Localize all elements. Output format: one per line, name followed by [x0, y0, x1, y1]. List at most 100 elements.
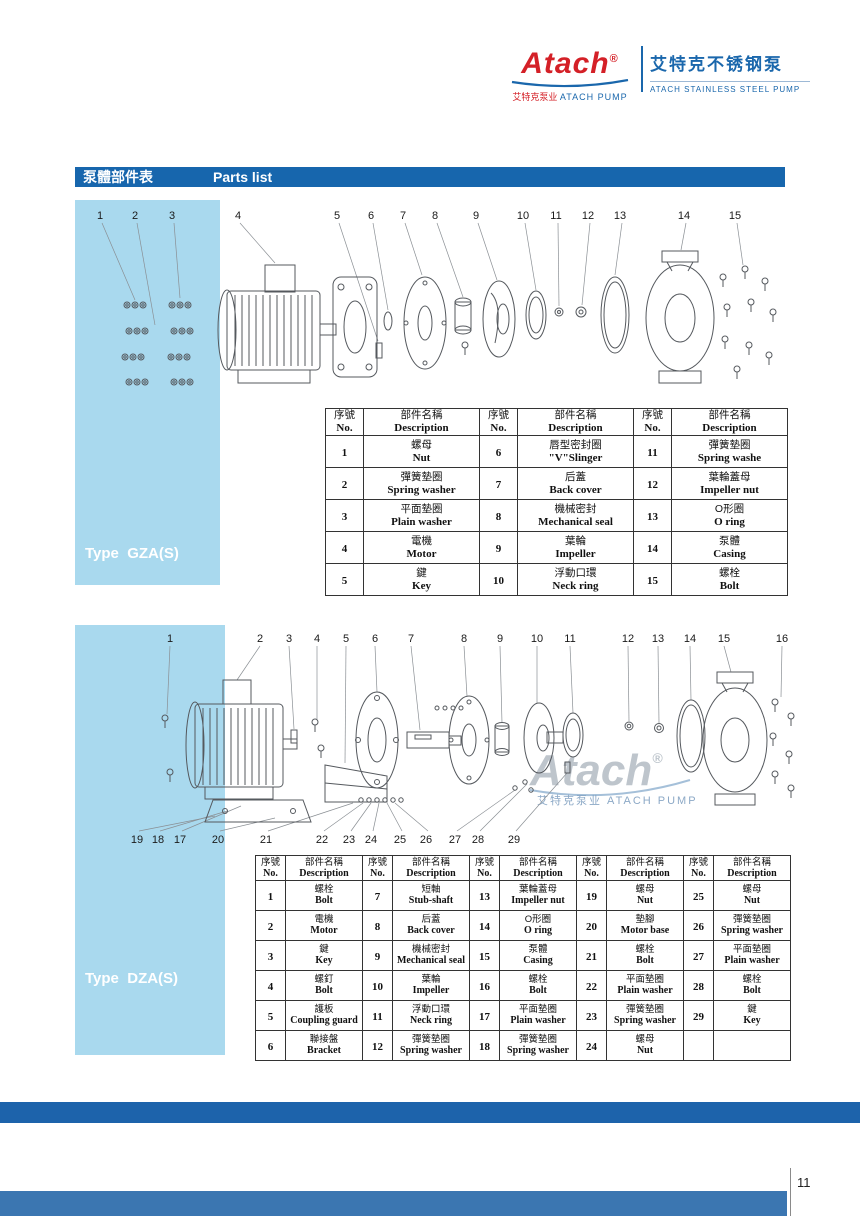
dza-casing-drawing	[702, 671, 768, 806]
part-no-cell: 28	[683, 970, 714, 1001]
callout-number: 9	[497, 633, 503, 645]
dza-mech-seal-drawing	[494, 722, 534, 793]
callout-number: 24	[365, 834, 377, 846]
page-title-en: Parts list	[213, 169, 273, 185]
dza-o-ring-drawing	[676, 699, 706, 773]
callout-number: 15	[729, 210, 741, 222]
callout-number: 27	[449, 834, 461, 846]
callout-number: 29	[508, 834, 520, 846]
callout-number: 18	[152, 834, 164, 846]
gza-motor-drawing	[217, 264, 337, 384]
page-number: 11	[797, 1175, 811, 1190]
part-no-cell: 25	[683, 880, 714, 911]
part-no-cell: 20	[576, 910, 607, 941]
page-number-divider	[790, 1168, 791, 1216]
brand-name-en: ATACH STAINLESS STEEL PUMP	[650, 81, 810, 94]
callout-number: 15	[718, 633, 730, 645]
part-no-cell: 11	[633, 435, 672, 468]
gza-slinger-drawing	[383, 311, 393, 331]
part-no-cell: 10	[362, 970, 393, 1001]
part-no-cell: 14	[469, 910, 500, 941]
part-no-cell: 8	[479, 499, 518, 532]
footer-bar-light	[0, 1191, 787, 1216]
callout-number: 6	[368, 210, 374, 222]
part-no-cell: 17	[469, 1000, 500, 1031]
header-divider	[641, 46, 643, 92]
svg-text:艾特克泵业 ATACH PUMP: 艾特克泵业 ATACH PUMP	[537, 793, 698, 807]
callout-number: 8	[432, 210, 438, 222]
callout-number: 14	[684, 633, 696, 645]
gza-leader-lines	[101, 222, 744, 342]
part-no-cell: 13	[633, 499, 672, 532]
gza-exploded-diagram: 1 2 3 4 5 6 7 8 9 10 11 12 13 14 15	[97, 210, 777, 386]
brand-name-cn: 艾特克不锈钢泵	[650, 55, 783, 74]
dza-coupling-guard-drawing	[324, 764, 388, 803]
page-title-cn: 泵體部件表	[83, 169, 153, 185]
dza-motor-drawing	[185, 679, 298, 800]
part-no-cell: 6	[255, 1030, 286, 1061]
part-no-cell: 22	[576, 970, 607, 1001]
part-desc-cell	[713, 1030, 791, 1061]
part-no-cell: 12	[633, 467, 672, 500]
callout-number: 14	[678, 210, 690, 222]
callout-number: 13	[652, 633, 664, 645]
dza-bolt-cluster	[769, 698, 795, 799]
callout-number: 21	[260, 834, 272, 846]
part-no-cell: 2	[255, 910, 286, 941]
part-desc-cell: 唇型密封圈"V"Slinger	[517, 435, 634, 468]
registered-mark: ®	[609, 53, 619, 65]
part-no-cell: 9	[479, 531, 518, 564]
part-no-cell: 26	[683, 910, 714, 941]
brand-block: 艾特克不锈钢泵 ATACH STAINLESS STEEL PUMP	[650, 50, 810, 94]
part-no-cell: 12	[362, 1030, 393, 1061]
part-no-cell: 7	[362, 880, 393, 911]
part-no-cell: 6	[479, 435, 518, 468]
gza-bolt-cluster	[719, 265, 777, 380]
dza-leader-lines-bottom	[138, 772, 568, 832]
type-label-dza: Type DZA(S)	[85, 970, 179, 987]
part-no-cell: 8	[362, 910, 393, 941]
part-no-cell: 5	[255, 1000, 286, 1031]
atach-logo: Atach® 艾特克泵业 ATACH PUMP	[505, 44, 635, 103]
callout-number: 3	[286, 633, 292, 645]
part-no-cell: 21	[576, 940, 607, 971]
part-no-cell: 13	[469, 880, 500, 911]
